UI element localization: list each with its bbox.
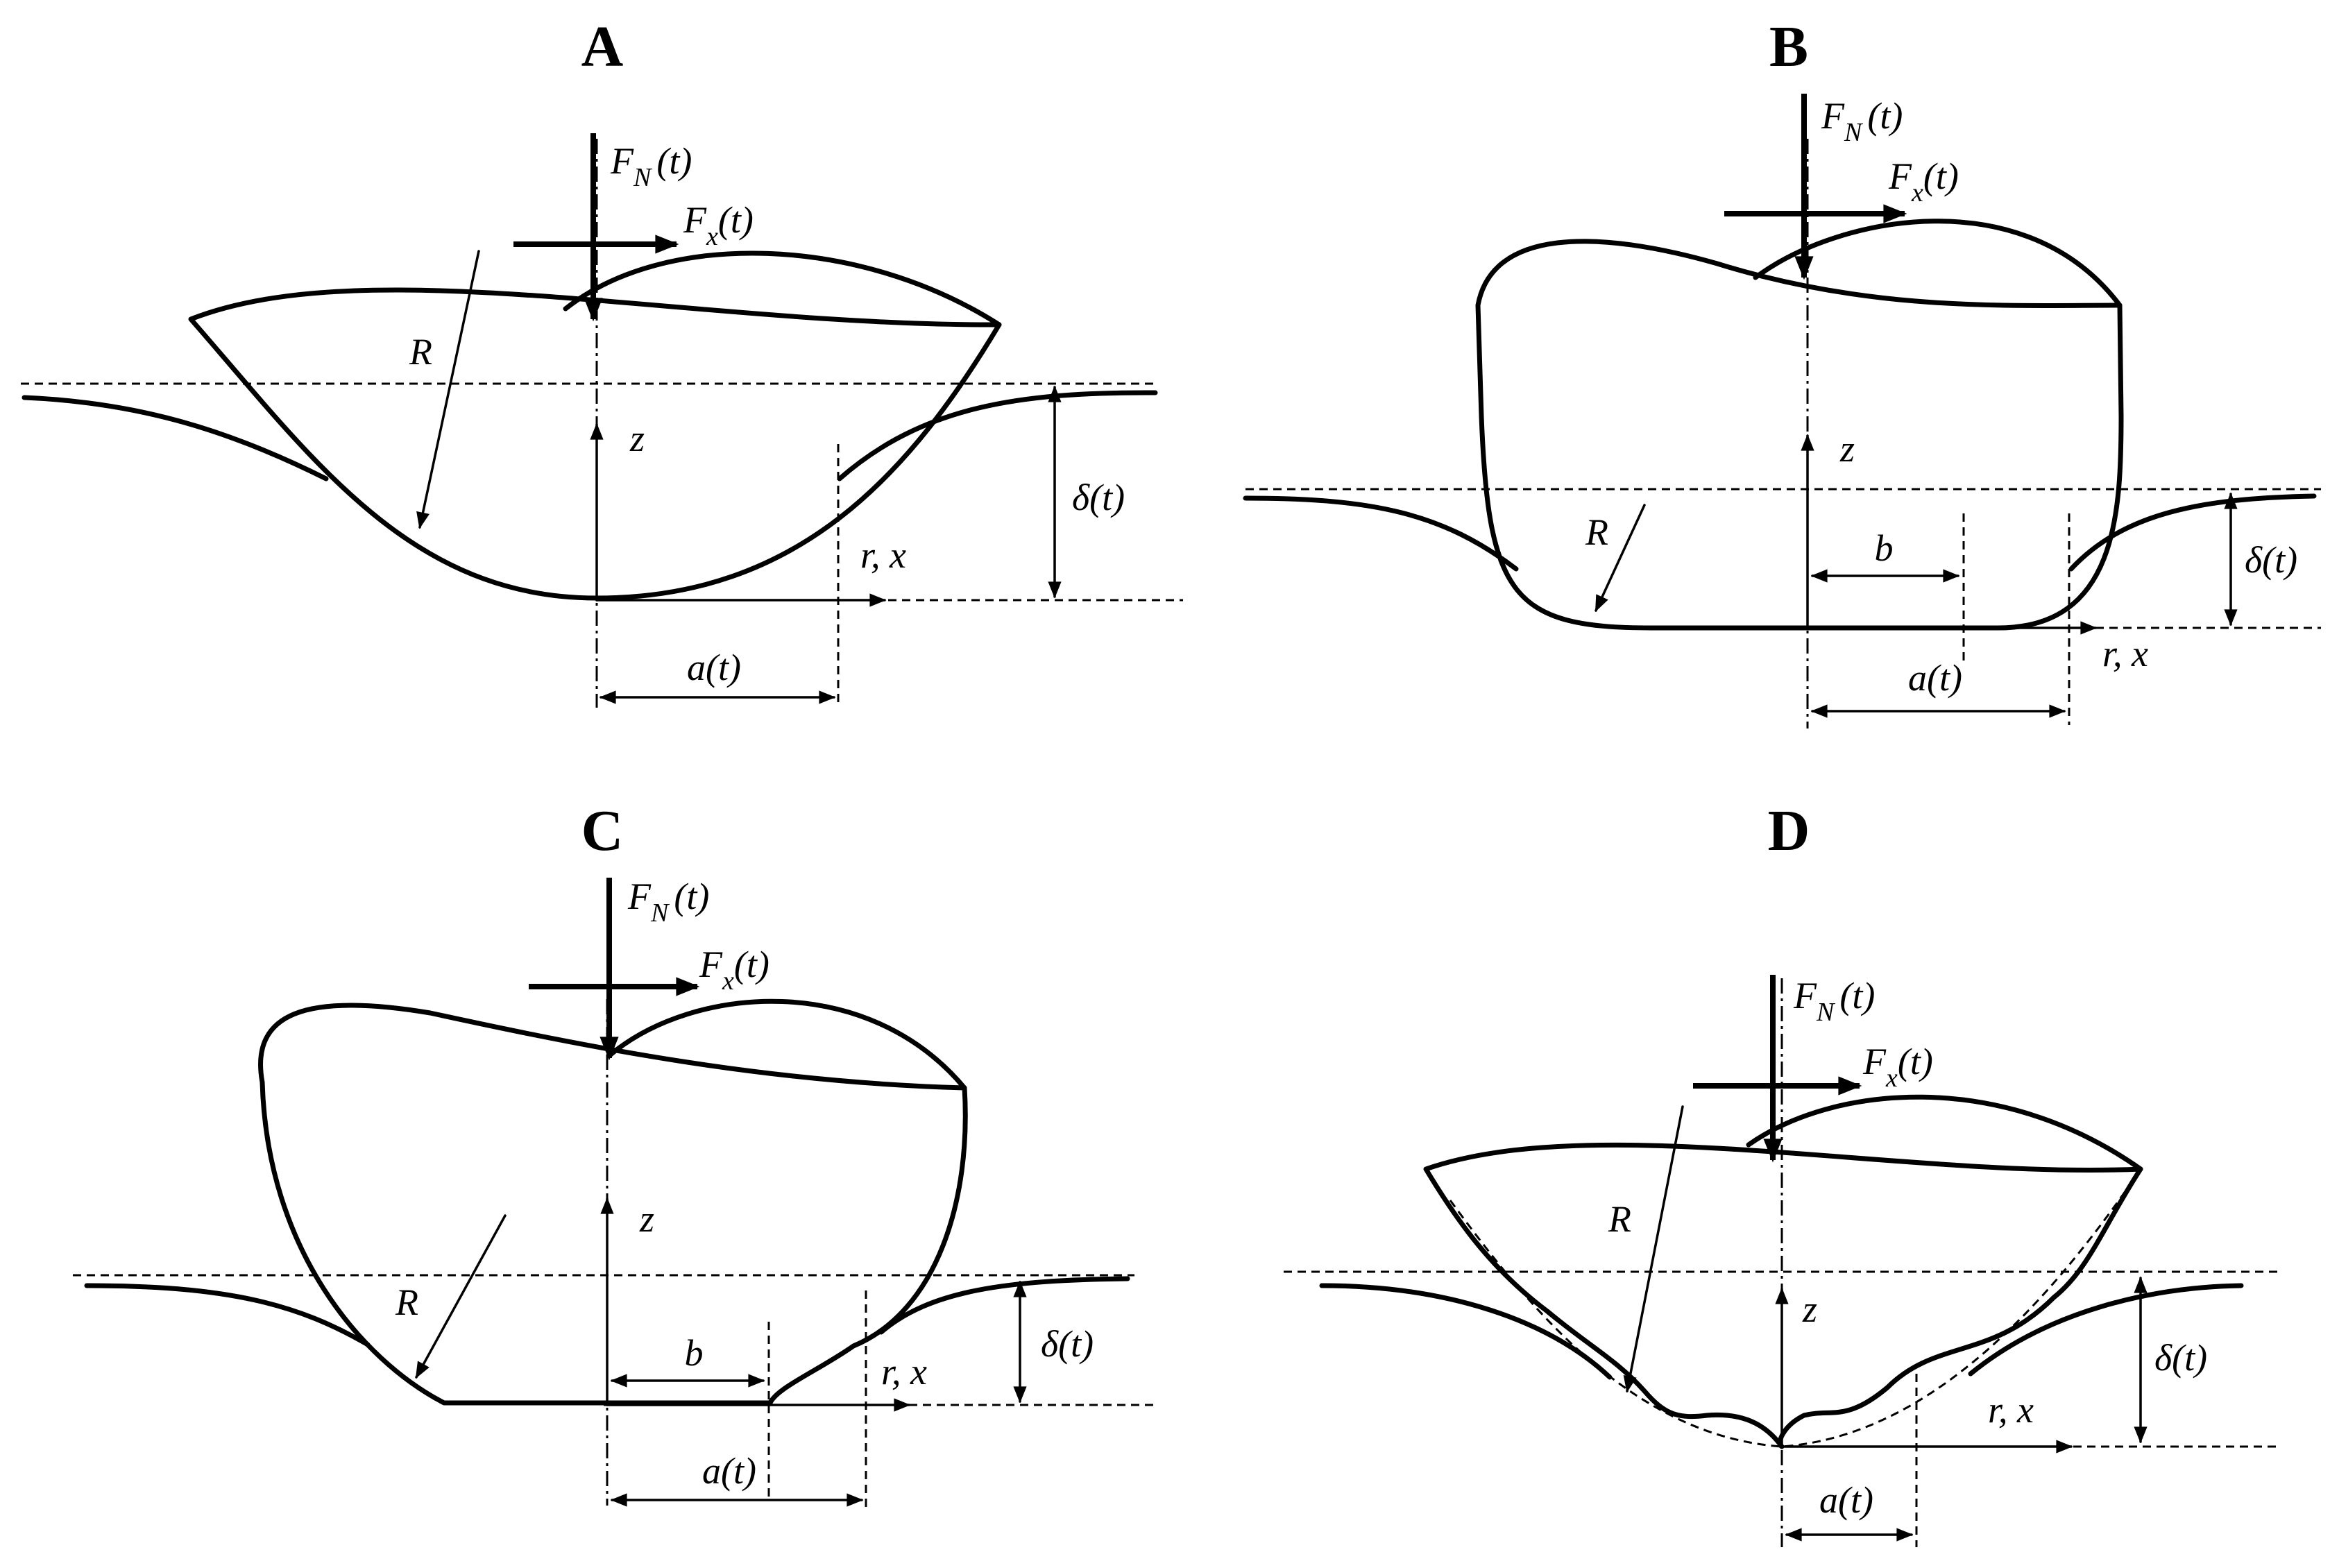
- contact-radius-label: a(t): [702, 1450, 756, 1492]
- deformed-surface: [1968, 1283, 2244, 1377]
- tangential-force-label: Fx(t): [1862, 1041, 1933, 1093]
- rx-axis-label: r, x: [881, 1351, 927, 1392]
- depth-label: δ(t): [2154, 1337, 2207, 1379]
- panel-label: D: [1768, 799, 1810, 863]
- normal-force-label: FN(t): [627, 876, 709, 928]
- indenter-top-cap: [1746, 1094, 2143, 1172]
- deformed-surface: [1243, 495, 1519, 572]
- deformed-surface: [22, 395, 329, 482]
- panel-label: A: [581, 15, 624, 79]
- deformed-surface: [1319, 1283, 1613, 1380]
- deformed-surface: [837, 390, 1158, 482]
- flat-radius-label: b: [685, 1332, 704, 1374]
- radius-arrow: [1595, 504, 1646, 613]
- panel-label: C: [581, 799, 624, 863]
- ideal-sphere-profile: [1449, 1179, 2135, 1448]
- rx-axis-label: r, x: [2102, 633, 2148, 674]
- radius-label: R: [409, 331, 432, 373]
- panel-b: B z r, x R b a(t) δ(t) FN(t) Fx(t): [1243, 15, 2321, 728]
- normal-force-label: FN(t): [610, 140, 692, 192]
- deformed-surface: [878, 1276, 1130, 1335]
- contact-radius-label: a(t): [1819, 1479, 1873, 1521]
- depth-label: δ(t): [1072, 477, 1125, 518]
- contact-radius-label: a(t): [1908, 657, 1962, 699]
- z-axis-label: z: [639, 1198, 654, 1240]
- contact-radius-label: a(t): [687, 647, 741, 688]
- panel-c: C z r, x R b a(t) δ(t) FN(t) Fx(t): [73, 799, 1155, 1509]
- deformed-surface: [2068, 493, 2317, 572]
- indenter-top-cap: [1753, 219, 2123, 308]
- panel-label: B: [1769, 15, 1808, 79]
- depth-text: δ(t): [1072, 477, 1125, 518]
- indenter-outline: [258, 1003, 968, 1406]
- panel-d: D z r, x R a(t) δ(t) FN(t) Fx(t): [1284, 799, 2283, 1547]
- indenter-outline: [1423, 1142, 2143, 1449]
- radius-arrow: [416, 250, 480, 529]
- depth-label: δ(t): [1041, 1323, 1094, 1365]
- indenter-outline: [1475, 239, 2124, 631]
- normal-force-label: FN(t): [1793, 975, 1875, 1027]
- panel-a: A z r, x R δ(t) a(t) FN(t) Fx(t): [21, 15, 1183, 708]
- tangential-force-label: Fx(t): [683, 199, 754, 251]
- tangential-force-label: Fx(t): [1888, 155, 1959, 207]
- deformed-surface: [84, 1283, 371, 1347]
- radius-label: R: [1608, 1198, 1631, 1240]
- flat-radius-label: b: [1875, 527, 1894, 569]
- depth-label: δ(t): [2245, 539, 2297, 581]
- z-axis-label: z: [1839, 428, 1855, 470]
- tangential-force-label: Fx(t): [699, 944, 769, 996]
- z-axis-label: z: [1802, 1288, 1817, 1330]
- radius-label: R: [1585, 511, 1608, 553]
- rx-axis-label: r, x: [860, 534, 906, 576]
- indenter-outline: [188, 287, 1002, 601]
- normal-force-label: FN(t): [1821, 95, 1903, 147]
- radius-arrow: [1623, 1105, 1684, 1393]
- indenter-top-cap: [608, 998, 967, 1091]
- radius-label: R: [395, 1281, 418, 1323]
- indenter-top-cap: [563, 250, 1002, 327]
- radius-arrow: [415, 1214, 507, 1379]
- z-axis-label: z: [629, 418, 645, 459]
- rx-axis-label: r, x: [1988, 1389, 2034, 1431]
